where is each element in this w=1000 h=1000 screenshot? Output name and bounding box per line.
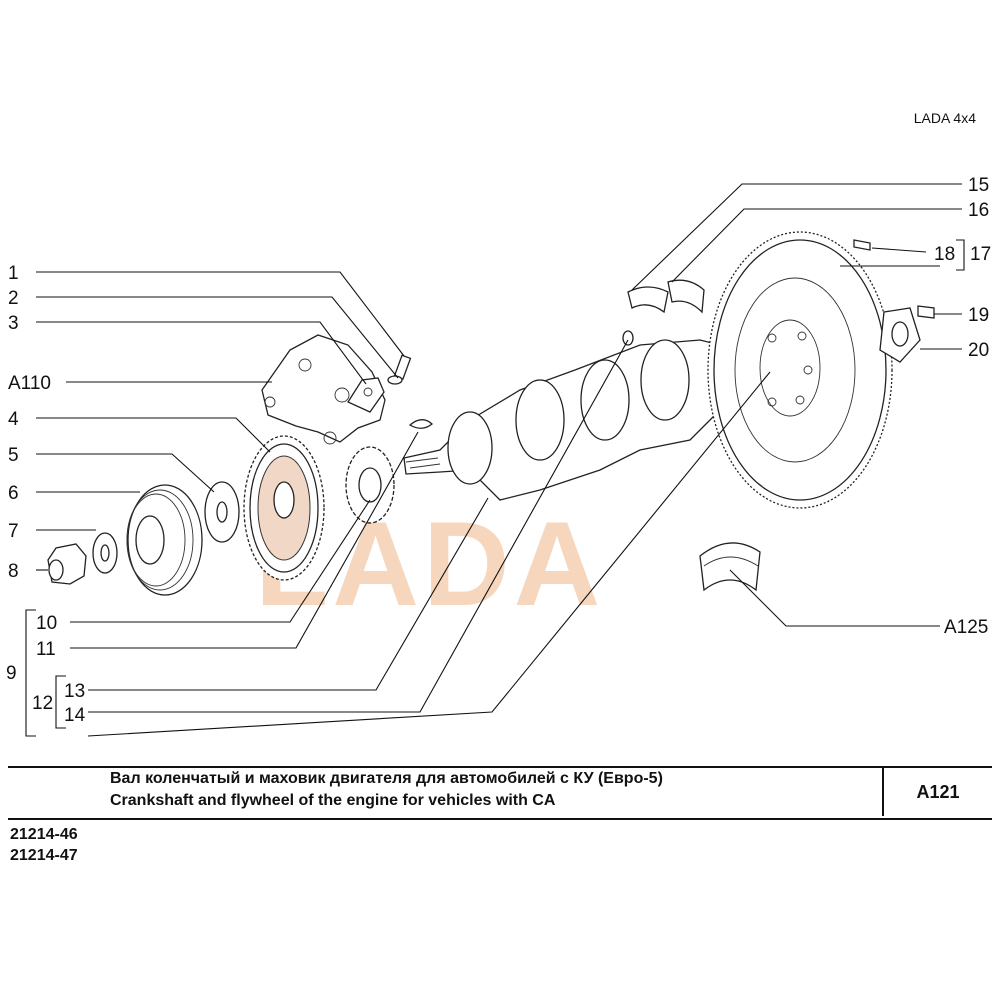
flywheel-drawing [707, 231, 893, 509]
callout-4: 4 [8, 409, 19, 430]
washer-7-drawing [92, 532, 118, 574]
callout-a110: A110 [8, 373, 51, 394]
callout-10: 10 [36, 613, 57, 634]
tensioner-drawing [347, 377, 385, 413]
thrust-rings-drawing [627, 279, 705, 314]
callout-1: 1 [8, 263, 19, 284]
callout-13: 13 [64, 681, 85, 702]
callout-20: 20 [968, 340, 989, 361]
callout-14: 14 [64, 705, 86, 726]
washer-5-drawing [204, 481, 240, 543]
exploded-parts-diagram: LADA [6, 175, 991, 737]
crankshaft-drawing [403, 339, 774, 501]
callout-6: 6 [8, 483, 19, 504]
nut-8-drawing [47, 543, 87, 585]
callout-3: 3 [8, 313, 19, 334]
callout-9: 9 [6, 663, 17, 684]
callout-17: 17 [970, 244, 991, 265]
model-header: LADA 4x4 [913, 110, 976, 126]
washer-plate-20-drawing [879, 307, 921, 363]
pin-18-drawing [853, 239, 871, 251]
bolt-drawing [387, 354, 412, 385]
callout-8: 8 [8, 561, 19, 582]
callout-5: 5 [8, 445, 19, 466]
title-divider [882, 766, 884, 816]
model-number: 21214-47 [10, 847, 78, 864]
model-number: 21214-46 [10, 826, 78, 843]
callout-11: 11 [36, 639, 56, 660]
title-block [8, 766, 992, 820]
callout-18: 18 [934, 244, 955, 265]
plug-drawing [622, 330, 634, 346]
key-drawing [408, 419, 434, 429]
callout-12: 12 [32, 693, 53, 714]
main-bearings-drawing [699, 542, 761, 592]
title-english: Crankshaft and flywheel of the engine fo… [110, 792, 556, 809]
sheet-code: A121 [916, 782, 960, 802]
callout-a125: A125 [944, 617, 988, 638]
callout-2: 2 [8, 288, 19, 309]
callout-7: 7 [8, 521, 19, 542]
timing-sprocket-4-drawing [243, 435, 325, 581]
bolt-19-drawing [917, 305, 935, 319]
crank-sprocket-drawing [345, 446, 395, 524]
callout-19: 19 [968, 305, 989, 326]
callout-16: 16 [968, 200, 989, 221]
pulley-6-drawing [126, 484, 203, 596]
callout-15: 15 [968, 175, 989, 196]
title-russian: Вал коленчатый и маховик двигателя для а… [110, 770, 663, 787]
timing-cover-drawing [261, 334, 386, 445]
leader-lines [25, 183, 965, 737]
